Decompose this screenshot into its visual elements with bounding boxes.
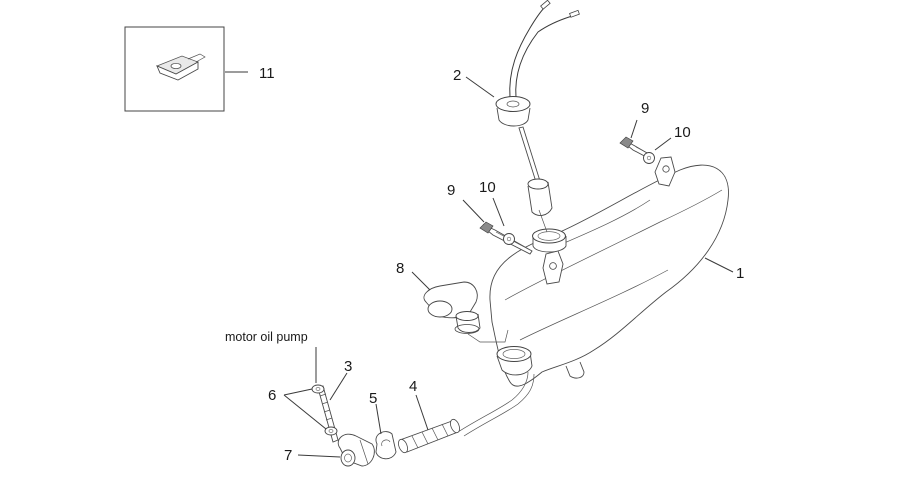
callout-11: 11 <box>259 65 275 82</box>
leader-10-upper <box>654 137 672 151</box>
oil-hose-route <box>457 371 529 433</box>
callout-1: 1 <box>736 265 744 282</box>
note-motor-oil-pump: motor oil pump <box>225 330 308 344</box>
leader-7 <box>297 454 341 458</box>
leader-4 <box>415 394 429 431</box>
leader-1 <box>704 257 734 273</box>
leader-3 <box>329 372 348 401</box>
clip-part-11 <box>156 53 206 81</box>
leader-9-lower <box>462 199 485 223</box>
callout-7: 7 <box>284 447 292 464</box>
upper-bolt-washer <box>619 119 672 164</box>
callout-9-lower: 9 <box>447 182 455 199</box>
oil-tank-part-1 <box>489 156 734 387</box>
leader-6-lower <box>283 394 327 430</box>
level-sender-part-2 <box>465 0 580 233</box>
filler-cap-part-8 <box>411 271 509 343</box>
callout-10-lower: 10 <box>479 179 496 196</box>
callout-6: 6 <box>268 387 276 404</box>
leader-8 <box>411 271 431 291</box>
lower-bolt-washer <box>462 197 533 255</box>
leader-10-lower <box>492 197 505 227</box>
inline-filter-part-4 <box>398 394 460 454</box>
washers-part-6 <box>283 384 338 436</box>
pump-fitting-part-7 <box>297 433 375 467</box>
callout-2: 2 <box>453 67 461 84</box>
callout-3: 3 <box>344 358 352 375</box>
callout-8: 8 <box>396 260 404 277</box>
hose-clamp-part-5 <box>375 403 397 460</box>
callout-5: 5 <box>369 390 377 407</box>
leader-6-upper <box>283 388 313 396</box>
leader-2 <box>465 76 495 98</box>
oil-hose-route-2 <box>463 373 535 437</box>
leader-5 <box>375 403 382 435</box>
callout-10-upper: 10 <box>674 124 691 141</box>
callout-9-upper: 9 <box>641 100 649 117</box>
leader-9-upper <box>630 119 638 139</box>
detail-box-clip <box>124 26 248 112</box>
callout-4: 4 <box>409 378 417 395</box>
